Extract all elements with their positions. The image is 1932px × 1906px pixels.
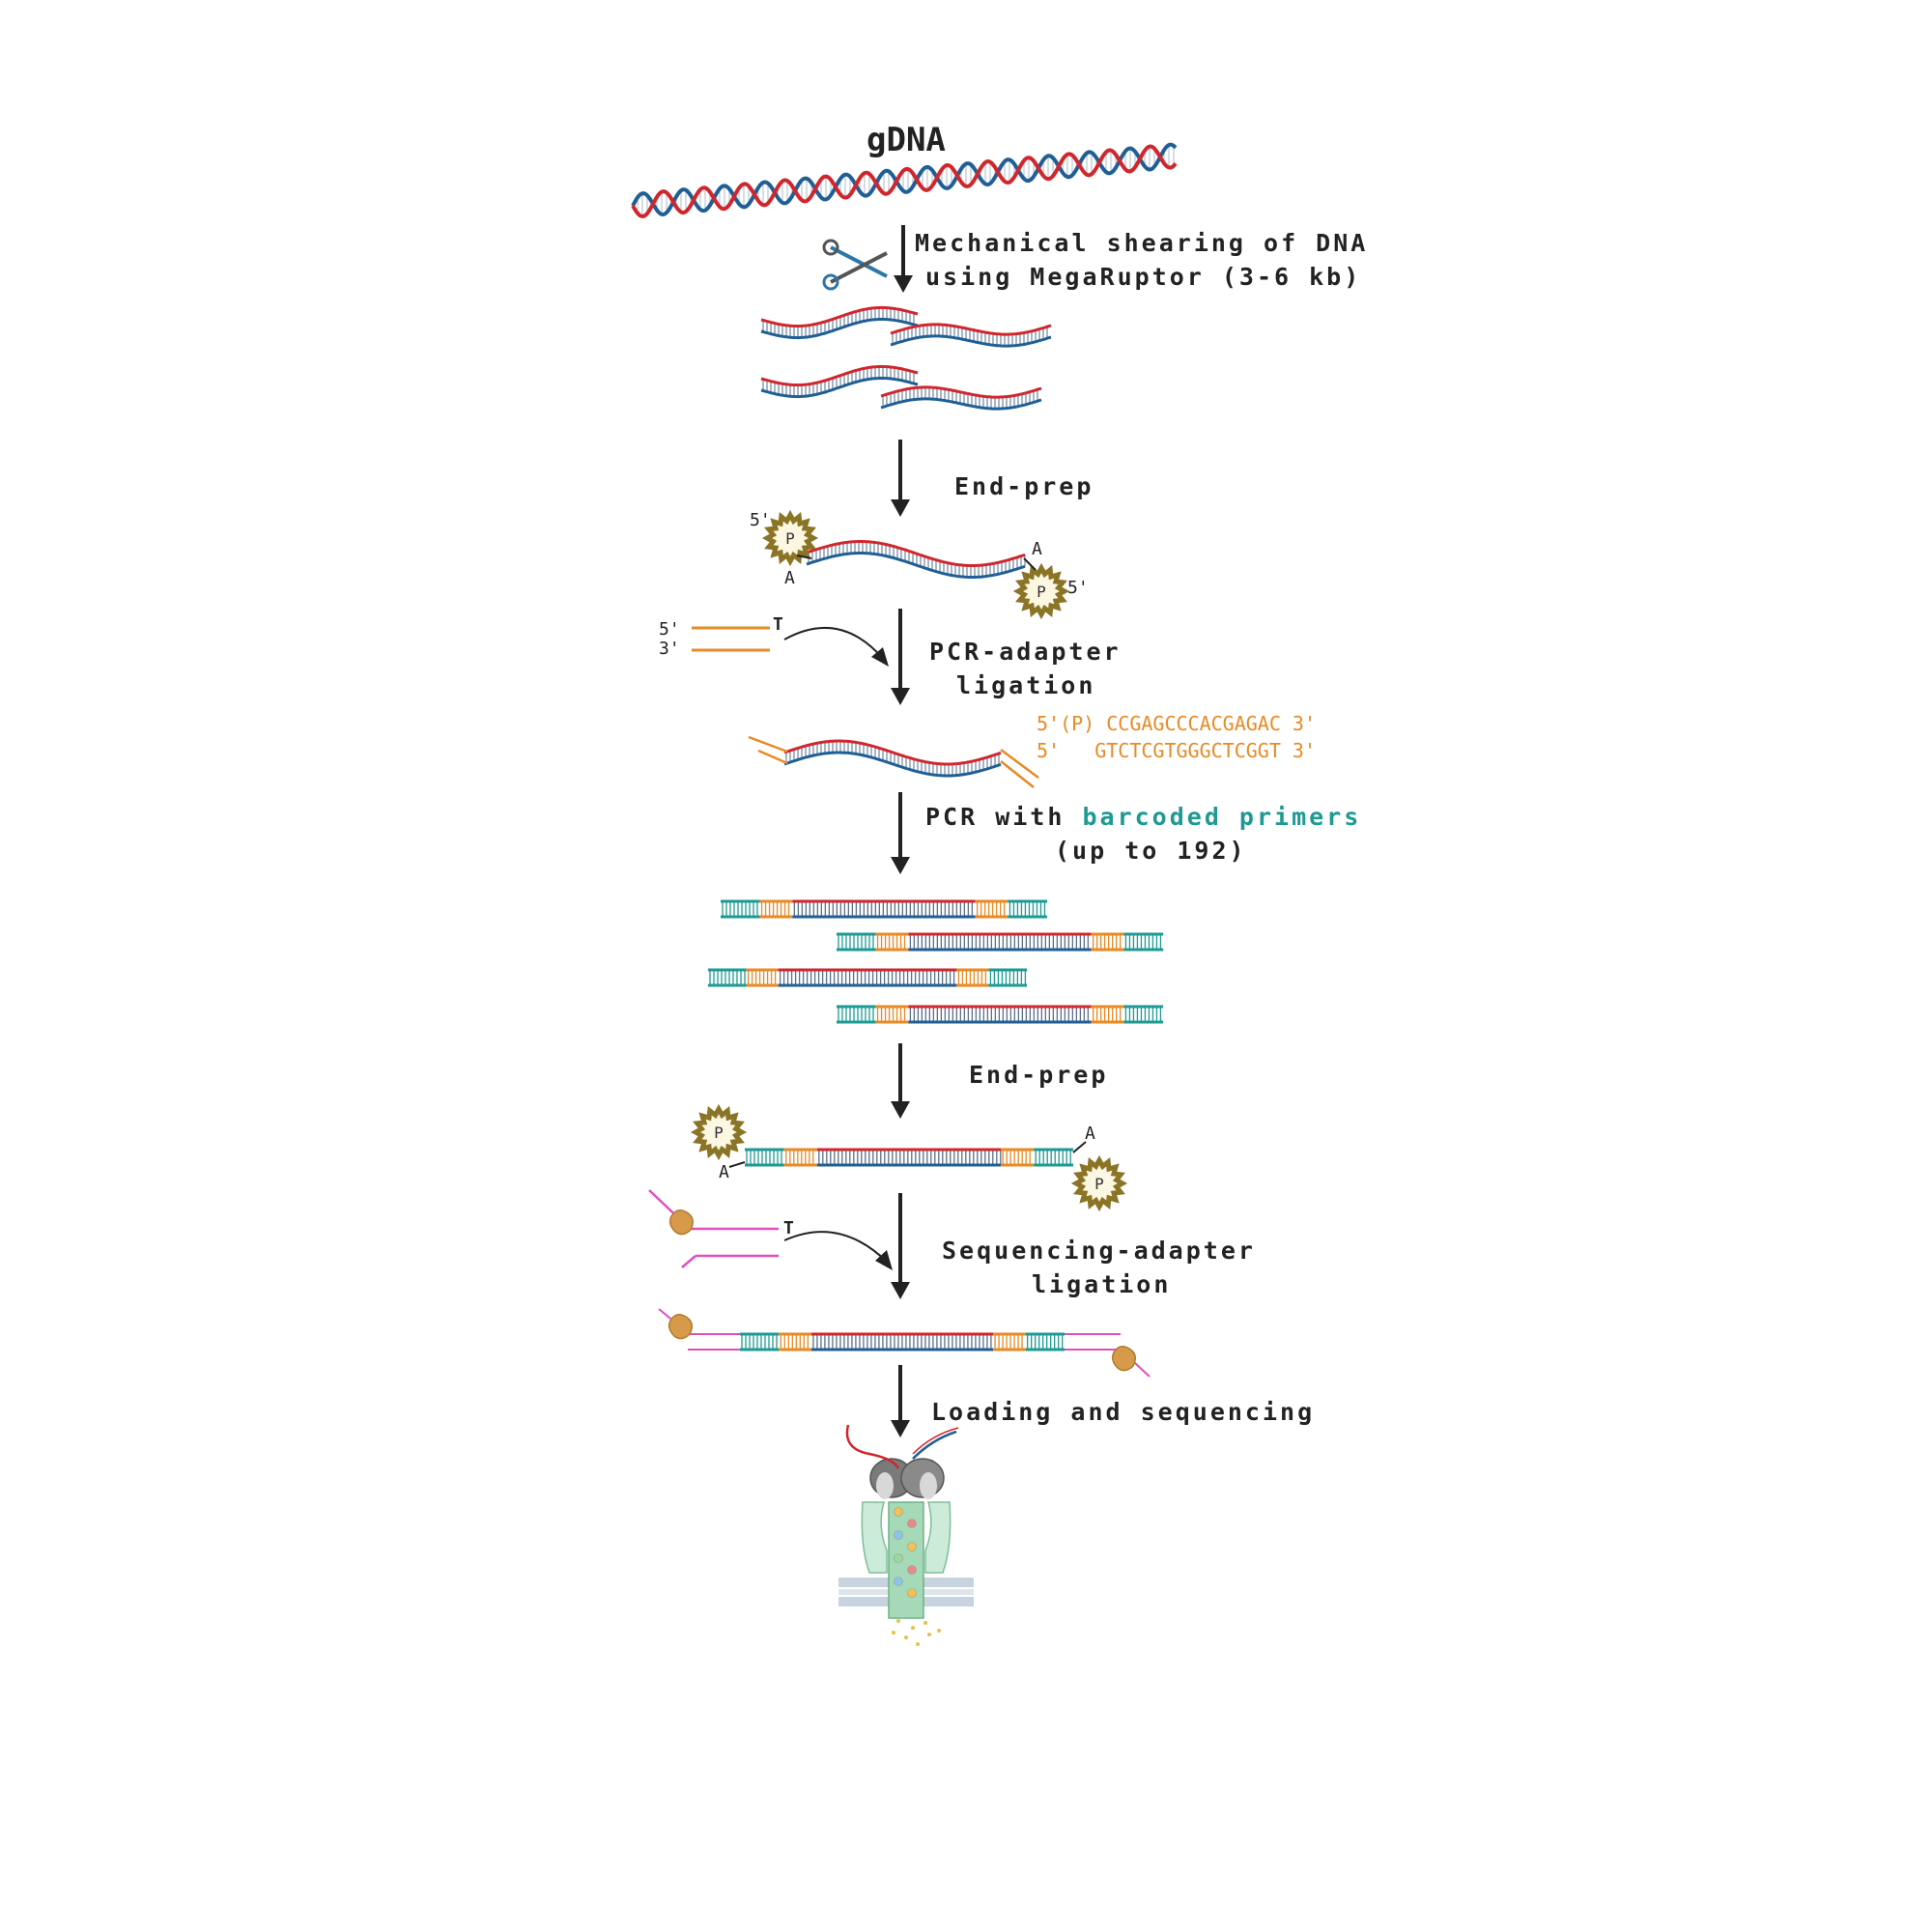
pore-left-wall — [861, 1501, 888, 1574]
exiting-strand — [912, 1430, 957, 1460]
released-ion — [937, 1629, 941, 1633]
amplicon-3 — [708, 968, 1027, 987]
fragment-2 — [890, 323, 1052, 348]
arrow-seq-adapter — [891, 1193, 910, 1299]
scissors-icon — [822, 239, 888, 291]
five-prime-label-endprep: 5' — [750, 510, 771, 530]
nucleotide-bead — [894, 1530, 903, 1540]
five-prime-label-right: 5' — [1067, 578, 1089, 598]
released-ion — [892, 1631, 895, 1635]
motor-protein-3 — [1111, 1346, 1136, 1372]
nucleotide-bead — [894, 1577, 903, 1586]
endprep-label-2: End-prep — [969, 1061, 1109, 1089]
arrow-endprep-1 — [891, 440, 910, 517]
t-overhang-label-2: T — [783, 1218, 794, 1238]
a-tail-link-left-2 — [728, 1161, 746, 1168]
phosphate-label: P — [1037, 583, 1046, 601]
phosphate-label: P — [714, 1124, 724, 1142]
a-tail-label-left: A — [784, 568, 795, 588]
phosphate-label: P — [785, 529, 795, 548]
motor-protein-1 — [668, 1209, 694, 1236]
nucleotide-bead — [894, 1553, 903, 1563]
pore-channel — [888, 1501, 924, 1619]
endprep-label-1: End-prep — [954, 472, 1094, 500]
adapter-three-prime-label: 3' — [659, 639, 680, 659]
endprep-amplicon — [745, 1148, 1073, 1167]
motor-protein-2 — [668, 1314, 693, 1340]
gdna-title: gDNA — [867, 121, 946, 159]
a-tail-label-right: A — [1032, 539, 1042, 559]
phosphate-right-1: P — [1012, 562, 1070, 620]
adapter-flank-left-bottom — [757, 749, 788, 765]
phosphate-left-1: P — [761, 509, 819, 567]
fragment-1 — [760, 305, 919, 340]
arrow-loading — [891, 1365, 910, 1437]
nucleotide-bead — [894, 1507, 903, 1517]
curved-arrow-1 — [783, 627, 885, 661]
amplicon-1 — [721, 899, 1047, 919]
barcoded-primers-label: barcoded primers — [1082, 803, 1362, 831]
released-ion — [927, 1633, 931, 1636]
nucleotide-bead — [907, 1588, 917, 1598]
a-tail-link-left — [796, 555, 812, 559]
arrow-endprep-2 — [891, 1043, 910, 1119]
pcr-label-prefix: PCR with — [925, 803, 1083, 831]
motor-highlight-right — [920, 1472, 937, 1499]
shearing-label-line2: using MegaRuptor (3-6 kb) — [925, 263, 1362, 291]
seq-adapter-label-line2: ligation — [1032, 1270, 1172, 1298]
fragment-3 — [760, 364, 919, 399]
adapter-ligated-fragment — [783, 739, 1002, 778]
seq-adapter-tail — [681, 1255, 696, 1268]
endprep-fragment-1 — [806, 540, 1026, 579]
loading-label: Loading and sequencing — [931, 1398, 1316, 1426]
released-ion — [896, 1619, 900, 1623]
seq-adapter-label-line1: Sequencing-adapter — [942, 1237, 1256, 1265]
library-molecule — [740, 1332, 1065, 1351]
pcr-adapter-label-line1: PCR-adapter — [929, 638, 1122, 666]
nucleotide-bead — [907, 1565, 917, 1575]
exiting-strand-2 — [912, 1427, 959, 1455]
nucleotide-bead — [907, 1519, 917, 1528]
released-ion — [904, 1636, 908, 1639]
fragment-4 — [880, 385, 1042, 411]
t-overhang-label-1: T — [773, 614, 783, 635]
phosphate-label: P — [1094, 1175, 1104, 1193]
released-ion — [911, 1626, 915, 1630]
a-tail-label-right-2: A — [1085, 1124, 1095, 1144]
curved-arrow-2-head — [875, 1250, 893, 1270]
released-ion — [923, 1621, 927, 1625]
nanopore-illustration — [838, 1424, 974, 1646]
nucleotide-bead — [907, 1542, 917, 1551]
adapter-sequence-top: 5'(P) CCGAGCCCACGAGAC 3' — [1037, 712, 1316, 735]
pcr-adapter-label-line2: ligation — [956, 671, 1096, 699]
arrow-pcr — [891, 792, 910, 874]
adapter-flank-left-top — [748, 735, 788, 754]
a-tail-label-left-2: A — [719, 1162, 729, 1182]
a-tail-link-right-2 — [1072, 1141, 1087, 1153]
arrow-shearing — [894, 225, 913, 293]
shearing-label-line1: Mechanical shearing of DNA — [915, 229, 1369, 257]
amplicon-4 — [837, 1005, 1163, 1024]
pcr-label-line1: PCR with barcoded primers — [925, 801, 1361, 834]
a-tail-link-right — [1023, 557, 1037, 571]
adapter-flank-right-top — [1000, 748, 1039, 780]
pore-right-wall — [924, 1501, 952, 1574]
adapter-five-prime-label: 5' — [659, 619, 680, 640]
adapter-flank-right-bottom — [1000, 760, 1035, 788]
pcr-label-line2: (up to 192) — [1055, 837, 1247, 865]
adapter-sequence-bottom: 5' GTCTCGTGGGCTCGGT 3' — [1037, 739, 1316, 762]
motor-highlight-left — [876, 1472, 894, 1499]
phosphate-right-2: P — [1070, 1154, 1128, 1212]
threaded-strand — [845, 1424, 900, 1469]
released-ion — [916, 1642, 920, 1646]
curved-arrow-1-head — [871, 647, 889, 667]
arrow-pcr-adapter — [891, 609, 910, 705]
phosphate-left-2: P — [690, 1103, 748, 1161]
gdna-helix — [631, 142, 1178, 219]
amplicon-2 — [837, 932, 1163, 952]
curved-arrow-2 — [783, 1231, 890, 1265]
